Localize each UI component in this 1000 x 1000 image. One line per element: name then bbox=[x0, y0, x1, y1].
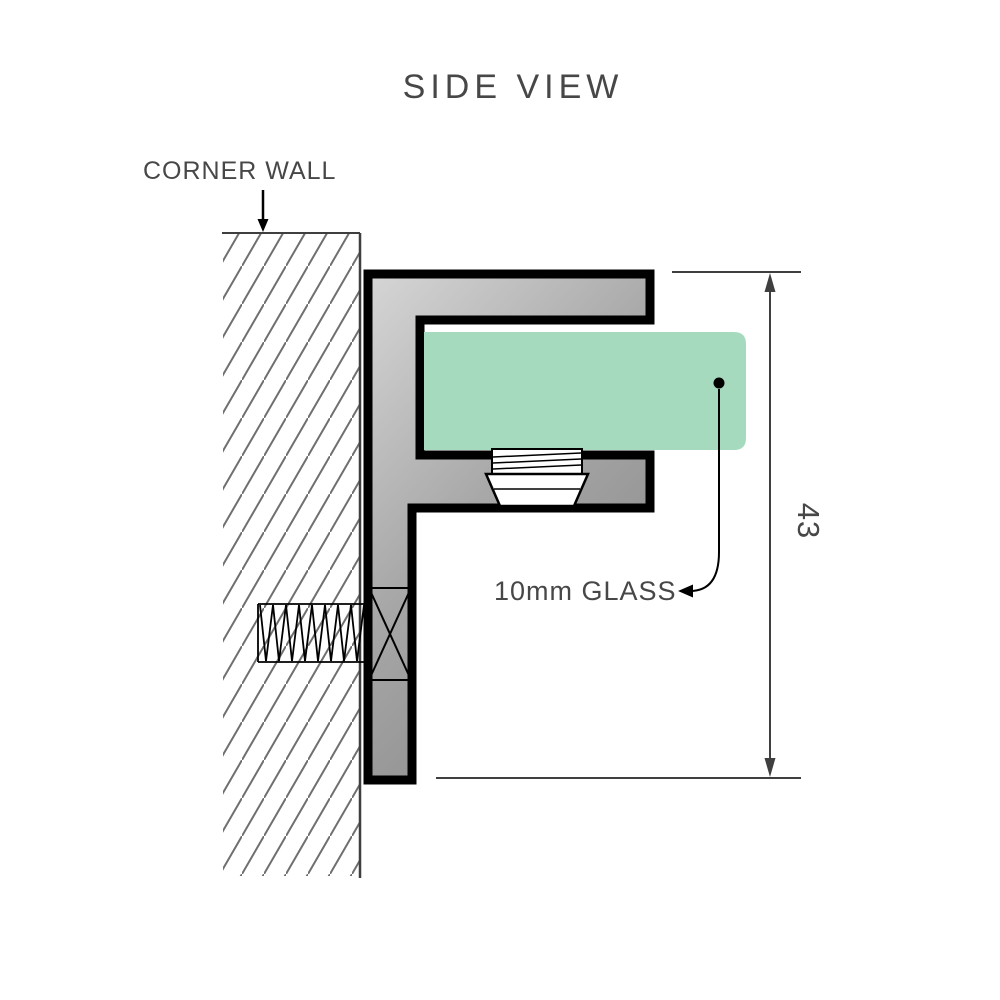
glass-leader-line bbox=[689, 389, 720, 592]
dim-arrow-bottom-icon bbox=[764, 758, 776, 777]
corner-wall-label: CORNER WALL bbox=[143, 157, 336, 185]
dim-arrow-top-icon bbox=[764, 273, 776, 292]
bracket-profile bbox=[363, 269, 655, 785]
wall-hatching bbox=[223, 233, 360, 876]
glass-leader-arrowhead bbox=[678, 584, 693, 598]
diagram-title: SIDE VIEW bbox=[403, 68, 624, 106]
wall-screw bbox=[257, 603, 366, 663]
dimension-value: 43 bbox=[791, 503, 826, 539]
corner-wall-arrow bbox=[257, 190, 269, 232]
glass-panel bbox=[424, 332, 746, 450]
glass-leader-dot bbox=[713, 377, 725, 389]
grub-screw bbox=[484, 448, 590, 508]
glass-label: 10mm GLASS bbox=[494, 576, 677, 606]
screw-head bbox=[368, 587, 412, 681]
